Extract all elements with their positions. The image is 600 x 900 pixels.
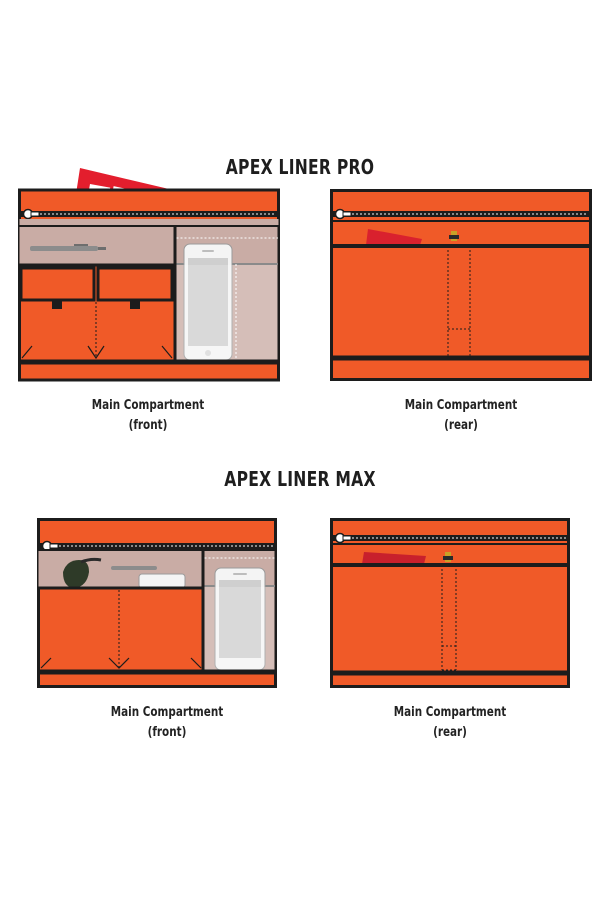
pro-front-compartment-diagram <box>18 168 280 382</box>
section-title-pro: APEX LINER PRO <box>225 155 375 179</box>
caption-line-1: Main Compartment <box>393 705 507 720</box>
caption-line-1: Main Compartment <box>110 705 224 720</box>
key-icon <box>449 231 459 241</box>
caption-pro-rear: Main Compartment (rear) <box>397 396 525 436</box>
caption-line-2: (rear) <box>433 725 467 740</box>
zipper-pull-icon <box>334 208 352 220</box>
caption-line-2: (rear) <box>444 418 478 433</box>
caption-line-2: (front) <box>128 418 168 433</box>
phone-icon <box>183 243 233 361</box>
caption-max-front: Main Compartment (front) <box>103 703 231 743</box>
pro-rear-compartment-diagram <box>330 189 592 381</box>
caption-max-rear: Main Compartment (rear) <box>386 703 514 743</box>
max-front-compartment-diagram <box>37 518 277 688</box>
section-title-max: APEX LINER MAX <box>224 467 376 491</box>
key-icon <box>443 552 453 562</box>
phone-icon <box>138 573 186 589</box>
caption-line-2: (front) <box>147 725 187 740</box>
zipper-pull-icon <box>22 208 40 220</box>
zipper-pull-icon <box>41 540 59 552</box>
caption-line-1: Main Compartment <box>91 398 205 413</box>
card-icon <box>366 229 422 245</box>
zipper-pull-icon <box>334 532 352 544</box>
max-rear-compartment-diagram <box>330 518 570 688</box>
caption-line-1: Main Compartment <box>404 398 518 413</box>
pen-icon <box>111 566 157 570</box>
sunglasses-icon <box>63 557 102 588</box>
pen-icon <box>30 244 106 251</box>
caption-pro-front: Main Compartment (front) <box>84 396 212 436</box>
card-icon <box>362 552 426 564</box>
